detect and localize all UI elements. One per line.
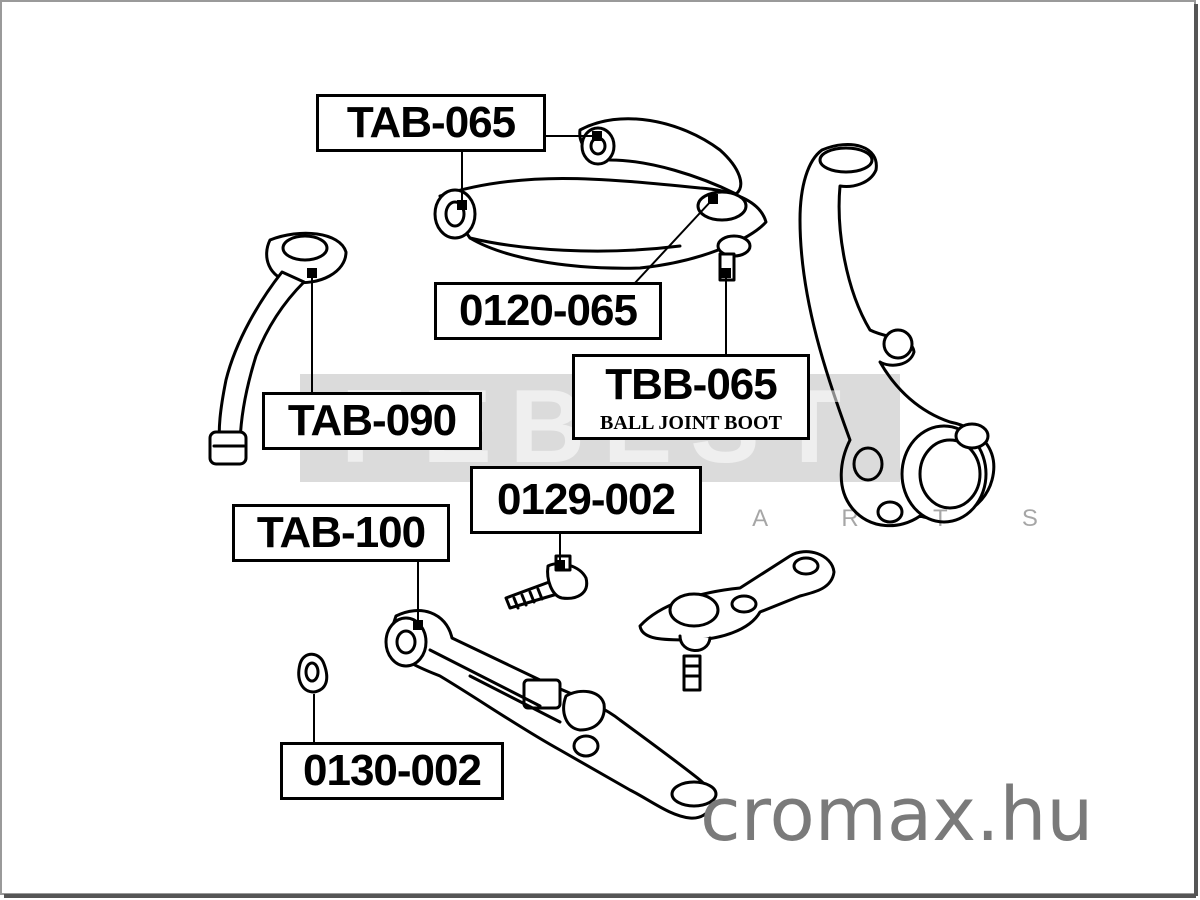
label-tab-065: TAB-065 — [316, 94, 546, 152]
lower-control-arm — [384, 609, 718, 820]
label-ball-joint-boot: BALL JOINT BOOT — [600, 412, 782, 434]
label-tab-100: TAB-100 — [232, 504, 450, 562]
upper-control-arm — [433, 117, 768, 282]
label-tbb-065: TBB-065 BALL JOINT BOOT — [572, 354, 810, 440]
leader-lines — [311, 135, 727, 744]
label-0130-002: 0130-002 — [280, 742, 504, 800]
leader-dots — [307, 131, 731, 630]
steering-knuckle — [798, 142, 996, 528]
site-watermark: cromax.hu — [700, 772, 1094, 858]
label-tab-090: TAB-090 — [262, 392, 482, 450]
lower-ball-joint — [638, 550, 836, 692]
stabilizer-link — [208, 231, 348, 466]
cam-bolt — [504, 554, 589, 610]
label-0120-065: 0120-065 — [434, 282, 662, 340]
small-bushing — [297, 652, 329, 694]
label-0129-002: 0129-002 — [470, 466, 702, 534]
